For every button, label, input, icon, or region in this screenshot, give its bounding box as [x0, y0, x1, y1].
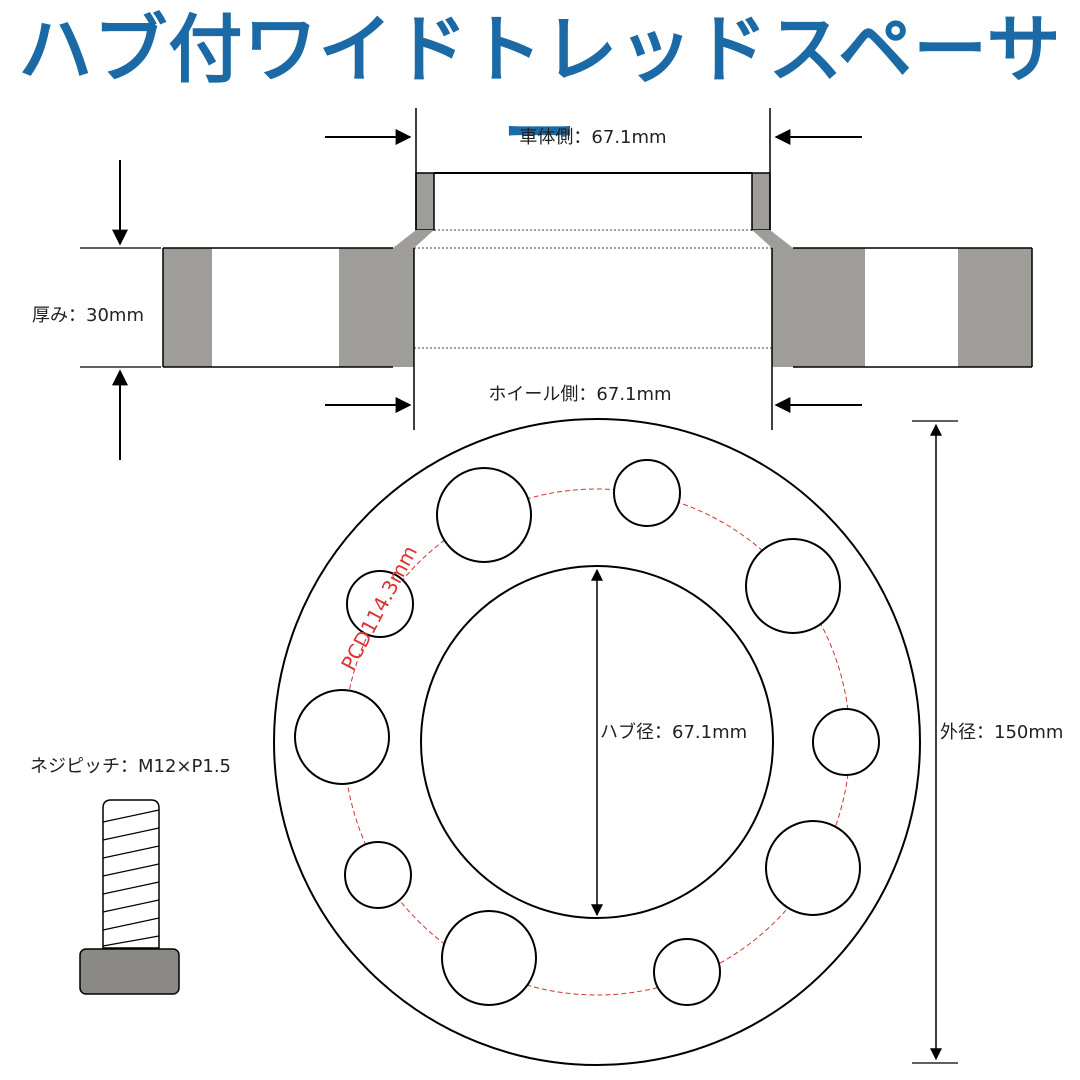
bolt-thread-lines [102, 809, 160, 947]
outer-circle [273, 418, 921, 1066]
flange-block-right-inner [772, 248, 865, 367]
thickness-label: 厚み：30mm [32, 305, 144, 326]
car-side-label: 車体側：67.1mm [519, 127, 666, 148]
bolt-hole [812, 708, 880, 776]
bolt-hole [441, 910, 537, 1006]
outer-diameter-label: 外径：150mm [940, 722, 1063, 743]
bolt-head [79, 948, 180, 995]
hub-wall-left [415, 172, 435, 231]
bolt-hole [613, 459, 681, 527]
thread-pitch-label: ネジピッチ：M12×P1.5 [30, 756, 231, 777]
hub-bore-circle [420, 565, 774, 919]
bolt-hole [765, 820, 861, 916]
flange-block-left-inner [339, 248, 414, 367]
wheel-side-label: ホイール側：67.1mm [488, 384, 671, 405]
bolt-illustration: ネジピッチ：M12×P1.5 [30, 756, 231, 995]
cross-section-view: 車体側：67.1mm ホイール側：67.1mm 厚み：30mm [32, 108, 1033, 460]
bolt-hole [436, 467, 532, 563]
face-view: ハブ径：67.1mm PCD114.3mm 外径：150mm [273, 418, 1063, 1066]
bolt-hole [653, 938, 721, 1006]
page-title: ハブ付ワイドトレッドスペーサー [18, 7, 1062, 177]
hub-chamfer-left [393, 230, 434, 248]
bolt-hole [745, 538, 841, 634]
hub-wall-right [751, 172, 771, 231]
hub-diameter-label: ハブ径：67.1mm [600, 721, 747, 743]
bolt-hole [344, 841, 412, 909]
hub-chamfer-right [752, 230, 793, 248]
flange-block-right-outer [958, 248, 1032, 367]
flange-block-left-outer [163, 248, 212, 367]
bolt-hole [346, 570, 414, 638]
bolt-hole [294, 689, 390, 785]
